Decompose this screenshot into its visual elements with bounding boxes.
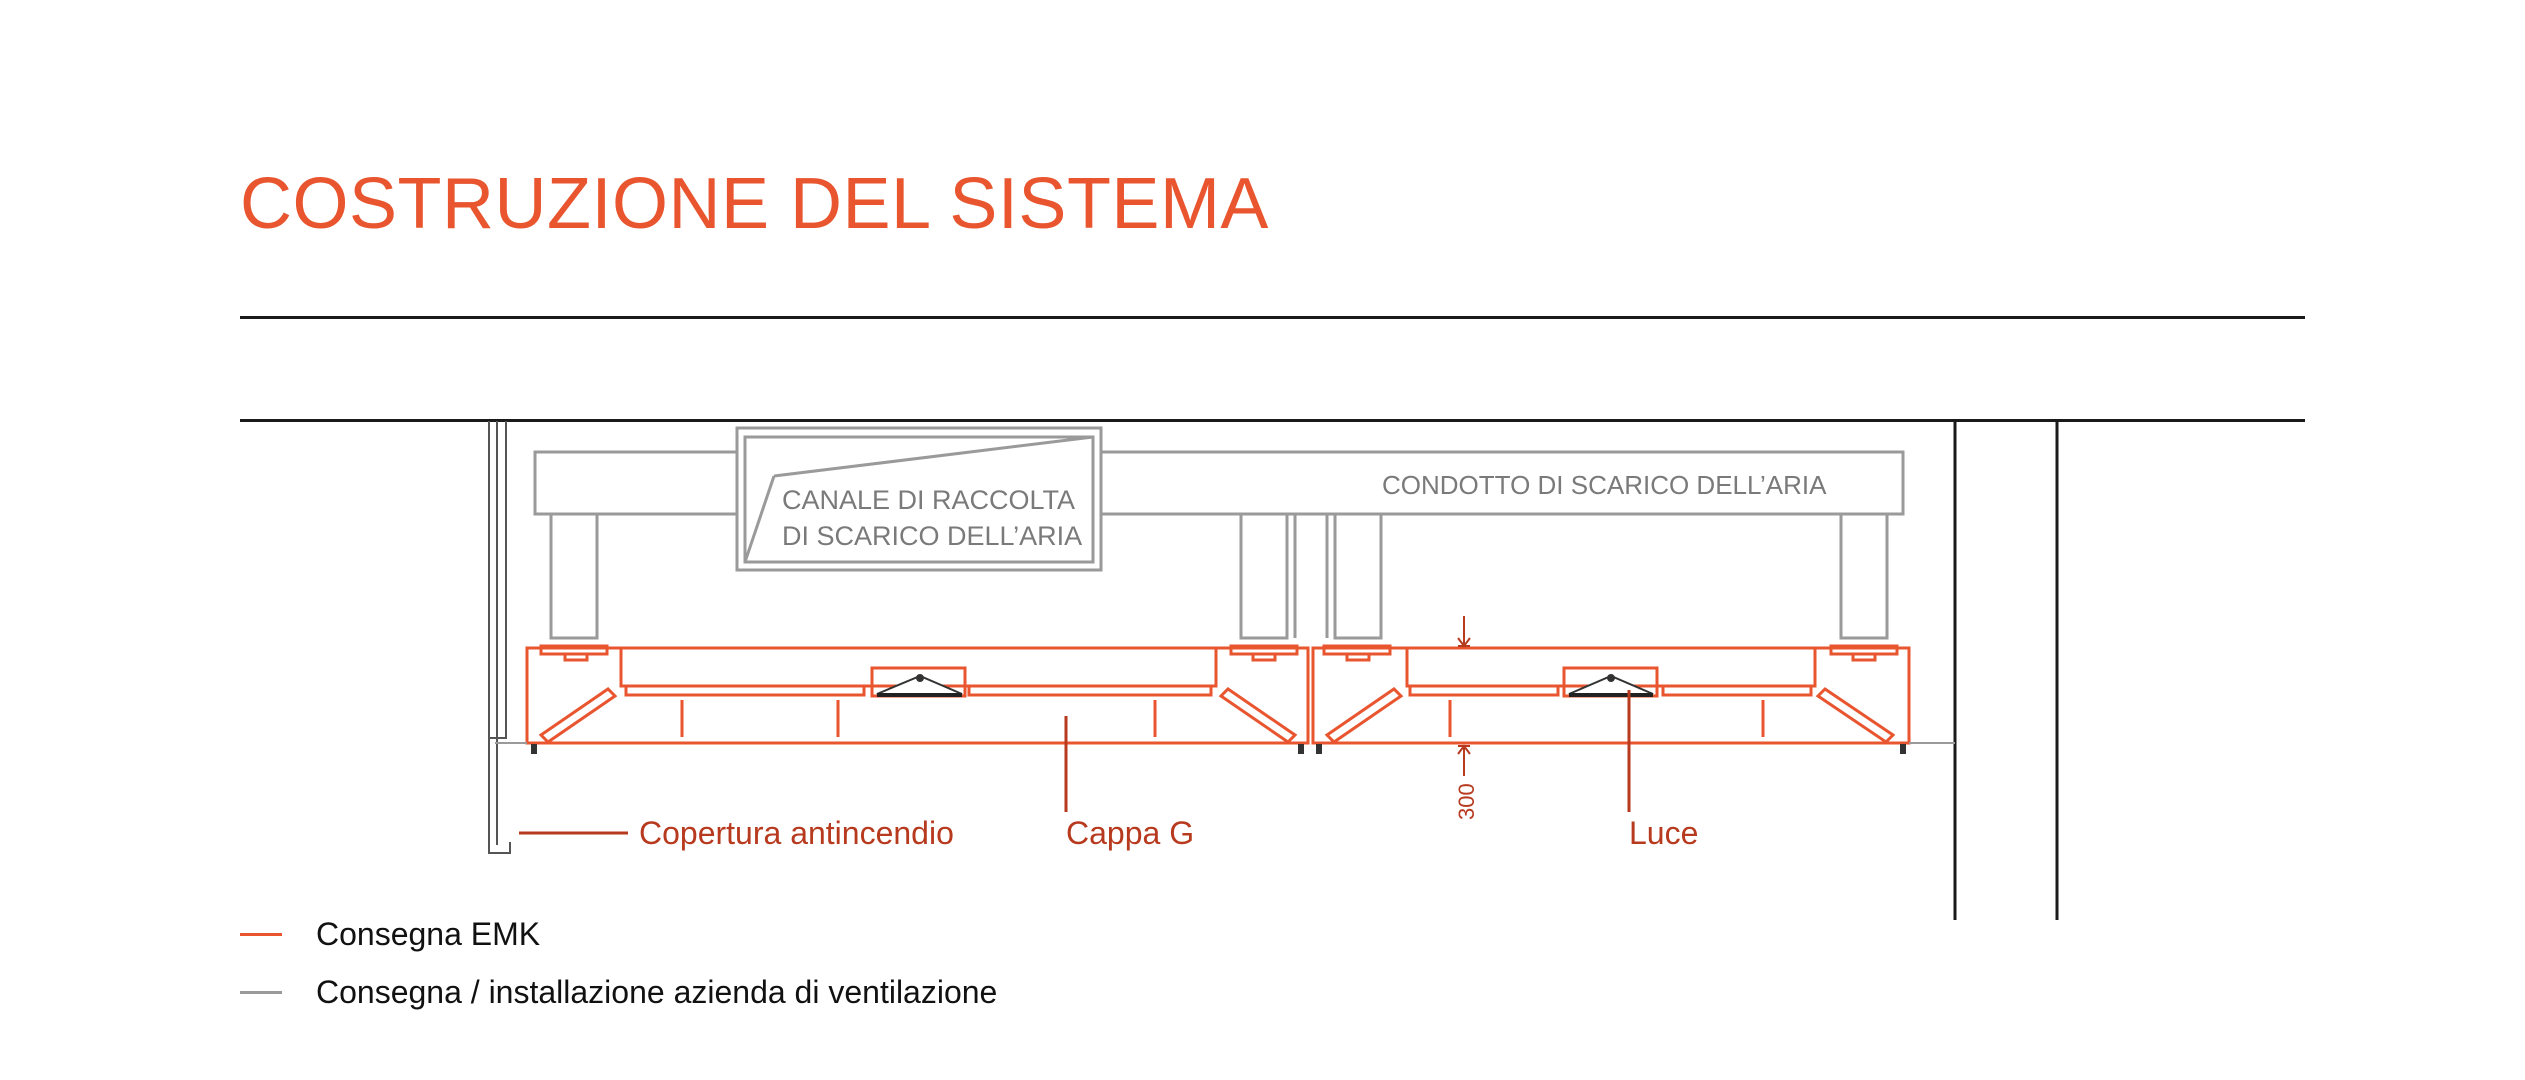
fire-cover-profile <box>488 421 511 854</box>
legend-item-ventilation: Consegna / installazione azienda di vent… <box>240 963 997 1021</box>
hood-callout: Cappa G <box>1066 815 1194 851</box>
collection-channel-label-line2: DI SCARICO DELL’ARIA <box>782 521 1082 551</box>
mounting-screws <box>531 744 1906 754</box>
dimension-label: 300 <box>1454 783 1479 820</box>
legend-swatch-emk <box>240 932 282 936</box>
exhaust-duct-label: CONDOTTO DI SCARICO DELL’ARIA <box>1382 470 1827 500</box>
legend-label-ventilation: Consegna / installazione azienda di vent… <box>316 973 998 1010</box>
legend-item-emk: Consegna EMK <box>240 905 997 963</box>
title-divider <box>240 316 2305 319</box>
hood-g-units <box>525 644 1911 745</box>
right-wall <box>1953 420 2059 920</box>
legend: Consegna EMK Consegna / installazione az… <box>240 905 997 1021</box>
legend-swatch-ventilation <box>240 990 282 994</box>
page-title: COSTRUZIONE DEL SISTEMA <box>240 164 1269 244</box>
light-fixtures <box>876 674 1654 697</box>
light-callout: Luce <box>1629 815 1698 851</box>
legend-label-emk: Consegna EMK <box>316 915 541 952</box>
fire-cover-callout: Copertura antincendio <box>639 815 954 851</box>
ventilation-ducts <box>533 426 1905 640</box>
callout-leaders <box>519 690 1631 835</box>
ceiling-line <box>240 419 2305 422</box>
collection-channel-label-line1: CANALE DI RACCOLTA <box>782 485 1075 515</box>
dimension-marker <box>1457 616 1471 776</box>
